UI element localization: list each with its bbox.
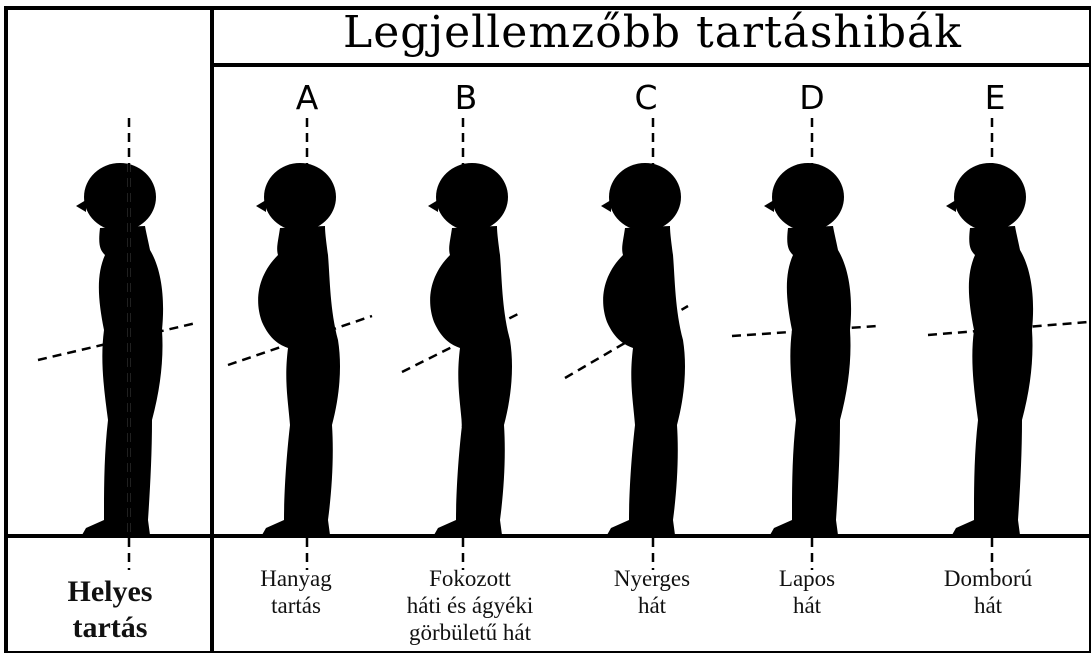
diagram-title: Legjellemzőbb tartáshibák xyxy=(214,4,1091,62)
column-letter-c: C xyxy=(616,78,676,118)
figure-d xyxy=(764,163,851,535)
caption-b-line3: görbületű hát xyxy=(375,619,565,646)
caption-e-line2: hát xyxy=(893,592,1083,619)
column-letter-b: B xyxy=(436,78,496,118)
figure-c xyxy=(601,163,685,535)
column-letter-e: E xyxy=(965,78,1025,118)
caption-d: Lapos hát xyxy=(712,565,902,619)
caption-e: Domború hát xyxy=(893,565,1083,619)
caption-b-line2: háti és ágyéki xyxy=(375,592,565,619)
column-letter-a: A xyxy=(277,78,337,118)
caption-d-line2: hát xyxy=(712,592,902,619)
caption-a-line2: tartás xyxy=(201,592,391,619)
caption-correct: Helyes tartás xyxy=(5,574,215,646)
caption-correct-line1: Helyes xyxy=(5,574,215,610)
caption-d-line1: Lapos xyxy=(712,565,902,592)
figure-e xyxy=(946,163,1033,535)
caption-b-line1: Fokozott xyxy=(375,565,565,592)
figure-b xyxy=(428,163,512,535)
table-frame xyxy=(6,8,1091,653)
figure-a xyxy=(256,163,340,535)
caption-correct-line2: tartás xyxy=(5,610,215,646)
caption-b: Fokozott háti és ágyéki görbületű hát xyxy=(375,565,565,646)
caption-a-line1: Hanyag xyxy=(201,565,391,592)
column-letter-d: D xyxy=(782,78,842,118)
caption-a: Hanyag tartás xyxy=(201,565,391,619)
caption-e-line1: Domború xyxy=(893,565,1083,592)
